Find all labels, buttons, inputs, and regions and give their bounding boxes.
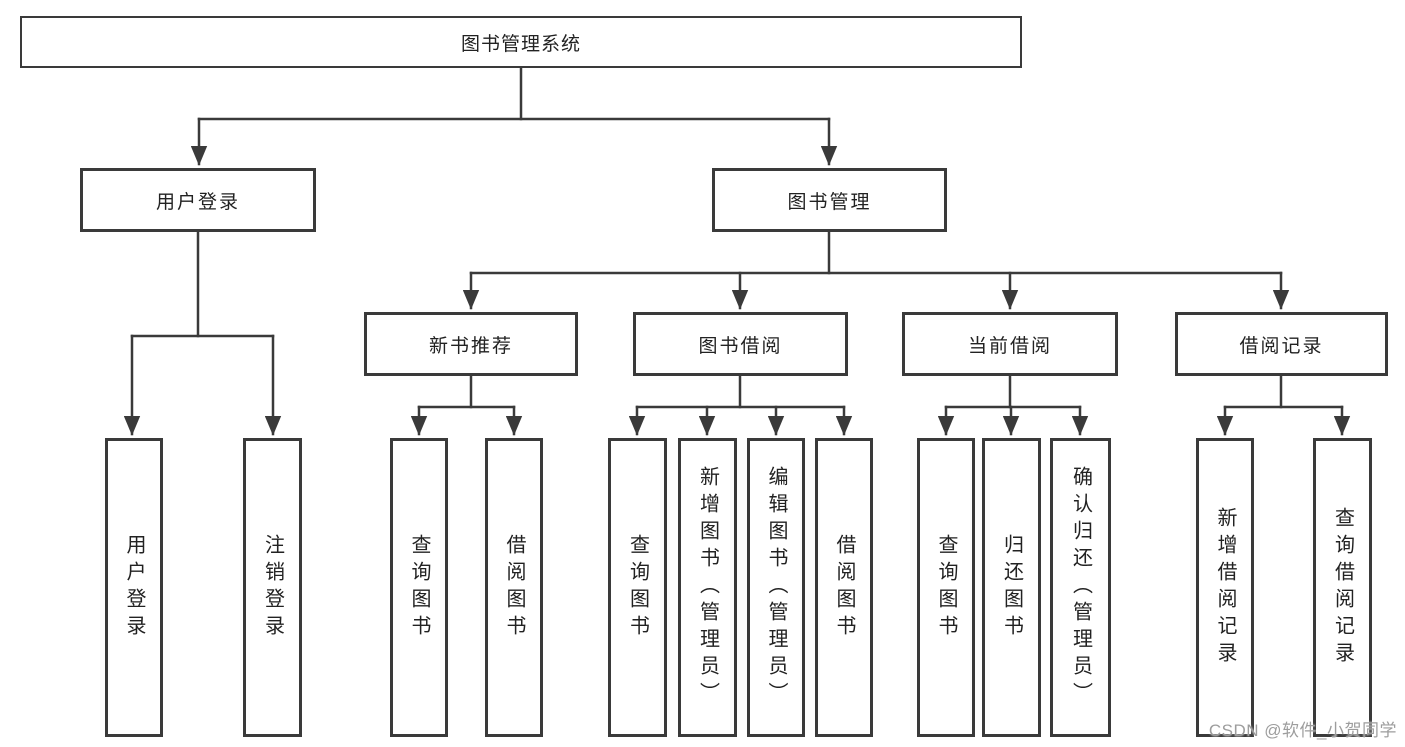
leaf-box-return-books: 归还图书: [982, 438, 1041, 737]
leaf-box-add-borrow-record: 新增借阅记录: [1196, 438, 1254, 737]
section-box-new-book-recommend: 新书推荐: [364, 312, 578, 376]
leaf-box-edit-books-admin: 编辑图书（管理员）: [747, 438, 805, 737]
leaf-box-query-books-borrow: 查询图书: [608, 438, 667, 737]
section-box-borrow-records: 借阅记录: [1175, 312, 1388, 376]
leaf-box-user-login: 用户登录: [105, 438, 163, 737]
root-box-library-system: 图书管理系统: [20, 16, 1022, 68]
branch-box-book-management: 图书管理: [712, 168, 947, 232]
leaf-box-confirm-return-admin: 确认归还（管理员）: [1050, 438, 1111, 737]
leaf-box-query-books-current: 查询图书: [917, 438, 975, 737]
leaf-box-borrow-books: 借阅图书: [815, 438, 873, 737]
leaf-box-query-borrow-record: 查询借阅记录: [1313, 438, 1372, 737]
leaf-box-add-books-admin: 新增图书（管理员）: [678, 438, 737, 737]
leaf-box-query-books-recommend: 查询图书: [390, 438, 448, 737]
section-box-current-borrow: 当前借阅: [902, 312, 1118, 376]
leaf-box-logout: 注销登录: [243, 438, 302, 737]
section-box-book-borrow: 图书借阅: [633, 312, 848, 376]
csdn-watermark: CSDN @软件_小贺同学: [1208, 721, 1397, 740]
leaf-box-borrow-books-recommend: 借阅图书: [485, 438, 543, 737]
branch-box-user-login: 用户登录: [80, 168, 316, 232]
